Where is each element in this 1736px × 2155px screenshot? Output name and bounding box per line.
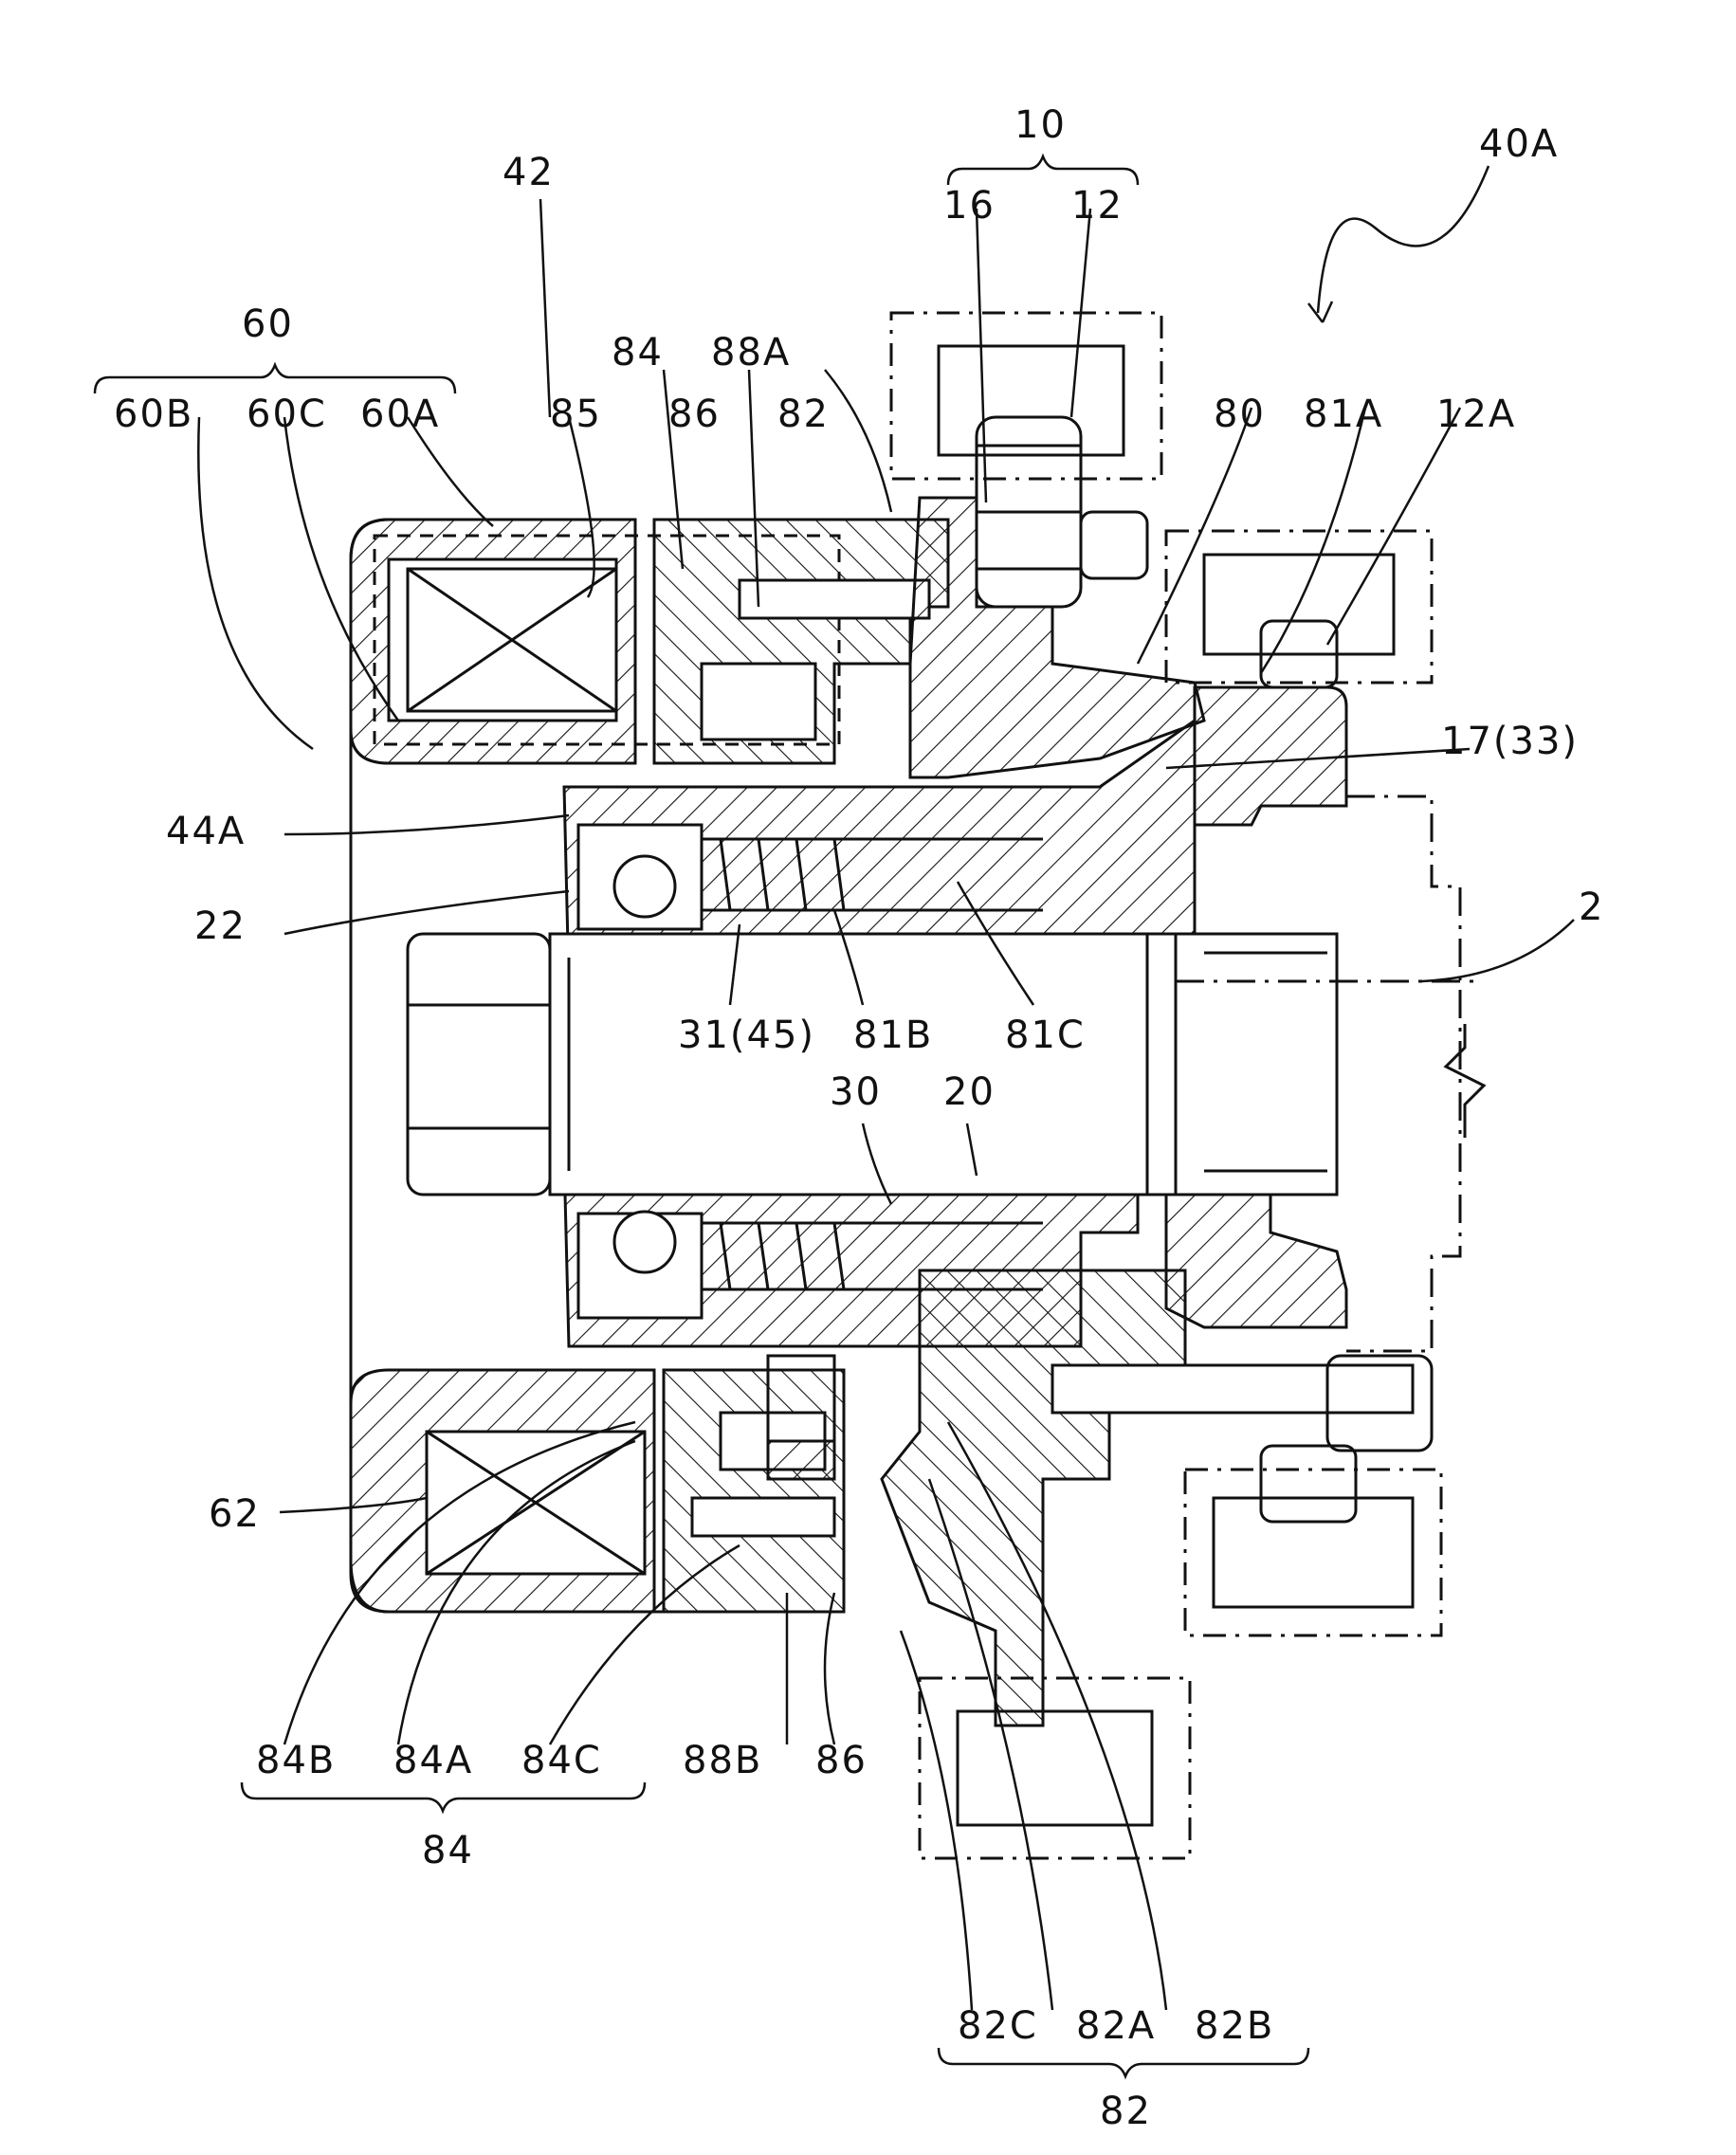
label-60: 60 bbox=[242, 302, 294, 346]
label-82A: 82A bbox=[1076, 2004, 1156, 2048]
label-16: 16 bbox=[943, 184, 996, 228]
label-12: 12 bbox=[1071, 184, 1124, 228]
label-60A: 60A bbox=[360, 393, 440, 436]
brace-10 bbox=[948, 156, 1138, 185]
label-40A: 40A bbox=[1479, 122, 1559, 166]
lower-sprocket-plate bbox=[882, 1270, 1185, 1726]
brace-84 bbox=[242, 1782, 645, 1811]
label-62: 62 bbox=[209, 1492, 261, 1536]
brace-82 bbox=[939, 2048, 1308, 2076]
label-82B: 82B bbox=[1195, 2004, 1274, 2048]
label-20: 20 bbox=[943, 1070, 996, 1114]
label-84C: 84C bbox=[521, 1739, 602, 1782]
label-12A: 12A bbox=[1436, 393, 1516, 436]
camshaft-outline bbox=[1346, 796, 1460, 1351]
label-84-top: 84 bbox=[612, 331, 664, 374]
label-2: 2 bbox=[1579, 886, 1604, 929]
label-85: 85 bbox=[550, 393, 602, 436]
label-60B: 60B bbox=[114, 393, 193, 436]
bolt-head bbox=[408, 934, 550, 1195]
brace-60 bbox=[95, 365, 455, 393]
label-80: 80 bbox=[1214, 393, 1266, 436]
label-30: 30 bbox=[830, 1070, 882, 1114]
label-81C: 81C bbox=[1005, 1014, 1086, 1057]
label-82C: 82C bbox=[958, 2004, 1038, 2048]
label-42: 42 bbox=[503, 151, 555, 194]
label-17-33: 17(33) bbox=[1441, 720, 1579, 763]
label-84A: 84A bbox=[393, 1739, 473, 1782]
label-86-top: 86 bbox=[668, 393, 721, 436]
chain-outline-bottom bbox=[1185, 1470, 1441, 1635]
label-82-top: 82 bbox=[777, 393, 830, 436]
label-81B: 81B bbox=[853, 1014, 933, 1057]
label-88B: 88B bbox=[683, 1739, 762, 1782]
label-84B: 84B bbox=[256, 1739, 336, 1782]
label-60C: 60C bbox=[247, 393, 327, 436]
label-31-45: 31(45) bbox=[678, 1014, 815, 1057]
chain-outline-lower bbox=[920, 1678, 1190, 1858]
label-82-group: 82 bbox=[1100, 2090, 1152, 2133]
lower-armature bbox=[664, 1370, 844, 1612]
label-88A: 88A bbox=[711, 331, 791, 374]
label-44A: 44A bbox=[166, 810, 246, 853]
drawing-body bbox=[351, 313, 1484, 1858]
label-81A: 81A bbox=[1304, 393, 1383, 436]
label-84-group: 84 bbox=[422, 1829, 474, 1872]
label-22: 22 bbox=[194, 904, 247, 948]
label-86-bottom: 86 bbox=[815, 1739, 868, 1782]
right-hub bbox=[1195, 687, 1346, 825]
label-10: 10 bbox=[1014, 103, 1067, 147]
lower-right-hub bbox=[1166, 1195, 1346, 1327]
